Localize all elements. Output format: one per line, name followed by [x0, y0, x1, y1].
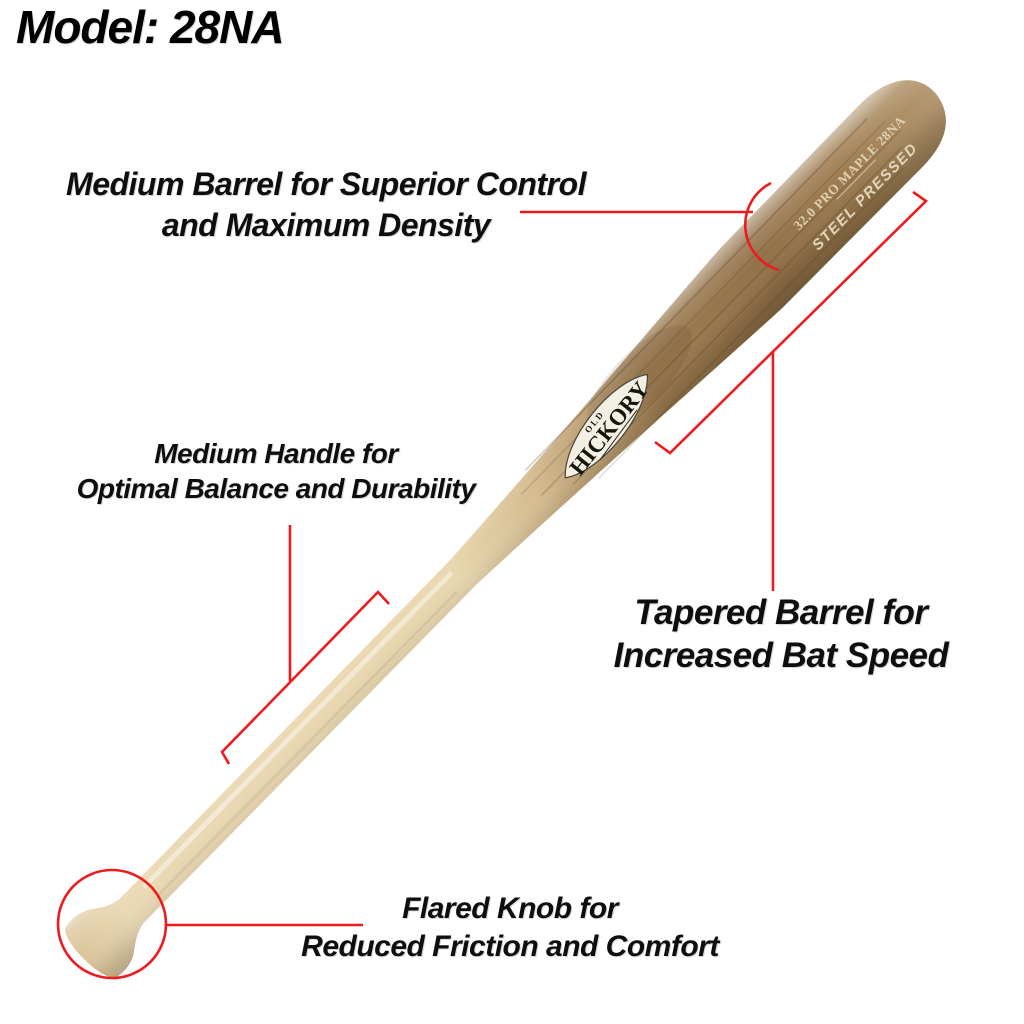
annotations [56, 181, 929, 980]
barrel-label: Medium Barrel for Superior Control and M… [28, 164, 624, 246]
taper-bracket [654, 190, 929, 455]
bat-spec-underline [836, 159, 877, 200]
knob-label-line2: Reduced Friction and Comfort [301, 930, 719, 963]
handle-label: Medium Handle for Optimal Balance and Du… [35, 436, 517, 506]
taper-label-line1: Tapered Barrel for [634, 593, 928, 632]
bat-shading [64, 80, 946, 978]
handle-bracket [220, 590, 390, 765]
brand-underline [599, 409, 638, 460]
barrel-label-line1: Medium Barrel for Superior Control [66, 166, 586, 202]
page-title: Model: 28NA [16, 1, 285, 53]
knob-label-line1: Flared Knob for [402, 892, 618, 925]
taper-label-line2: Increased Bat Speed [613, 636, 949, 675]
handle-label-line1: Medium Handle for [154, 438, 398, 469]
knob-label: Flared Knob for Reduced Friction and Com… [256, 890, 764, 966]
barrel-pointer-arc [743, 181, 780, 272]
barrel-label-line2: and Maximum Density [161, 207, 491, 243]
handle-label-line2: Optimal Balance and Durability [76, 473, 476, 504]
knob-circle [56, 868, 168, 980]
taper-label: Tapered Barrel for Increased Bat Speed [575, 591, 987, 677]
